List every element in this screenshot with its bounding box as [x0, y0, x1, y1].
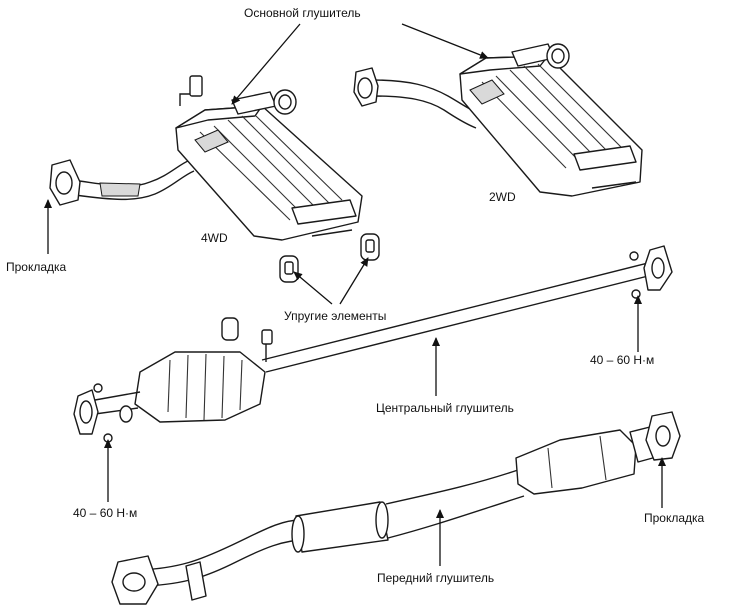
label-gasket-top: Прокладка: [6, 260, 67, 274]
label-front-muffler: Передний глушитель: [377, 571, 494, 585]
label-2wd: 2WD: [489, 190, 516, 204]
main-muffler-2wd: [353, 43, 643, 197]
label-gasket-bottom: Прокладка: [644, 511, 705, 525]
label-rubber-mounts: Упругие элементы: [284, 309, 386, 323]
label-4wd: 4WD: [201, 231, 228, 245]
label-torque-left: 40 – 60 Н·м: [73, 506, 137, 520]
label-torque-right: 40 – 60 Н·м: [590, 353, 654, 367]
label-main-muffler: Основной глушитель: [244, 6, 361, 20]
leader-lines: [44, 23, 666, 566]
main-muffler-4wd: [49, 75, 363, 241]
rubber-mount-elements: [279, 233, 380, 283]
center-muffler: [73, 245, 673, 443]
label-center-muffler: Центральный глушитель: [376, 401, 514, 415]
front-muffler: [111, 411, 681, 605]
